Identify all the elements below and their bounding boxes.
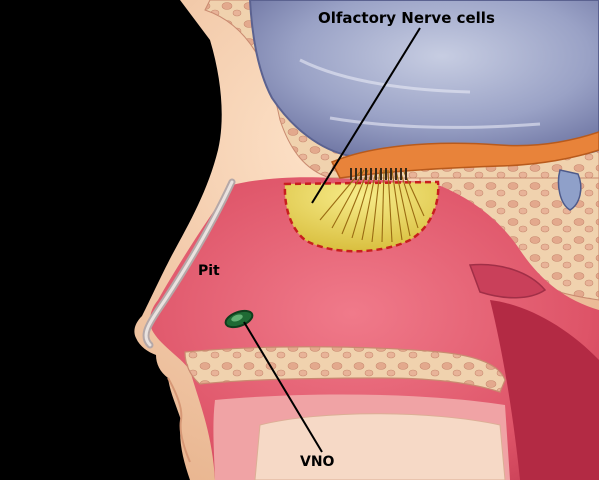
nasopharynx <box>490 300 599 480</box>
cribriform-teeth <box>350 168 407 180</box>
pit-label: Pit <box>198 263 220 279</box>
tongue <box>254 413 506 480</box>
olfactory-bulb <box>330 131 599 179</box>
vno-label: VNO <box>300 454 335 470</box>
vno-leader-line <box>243 321 323 453</box>
turbinate <box>468 263 547 299</box>
olfactory-tract-loop <box>557 169 582 211</box>
olfactory-leader-line <box>311 27 421 204</box>
olfactory-epithelium <box>283 180 440 253</box>
nerve-fibers <box>319 169 425 243</box>
vno-highlight <box>231 314 243 322</box>
olfactory-label: Olfactory Nerve cells <box>318 9 495 27</box>
lip <box>167 377 191 463</box>
brain-highlight <box>299 58 541 129</box>
nasal-bone-highlight <box>144 180 234 347</box>
